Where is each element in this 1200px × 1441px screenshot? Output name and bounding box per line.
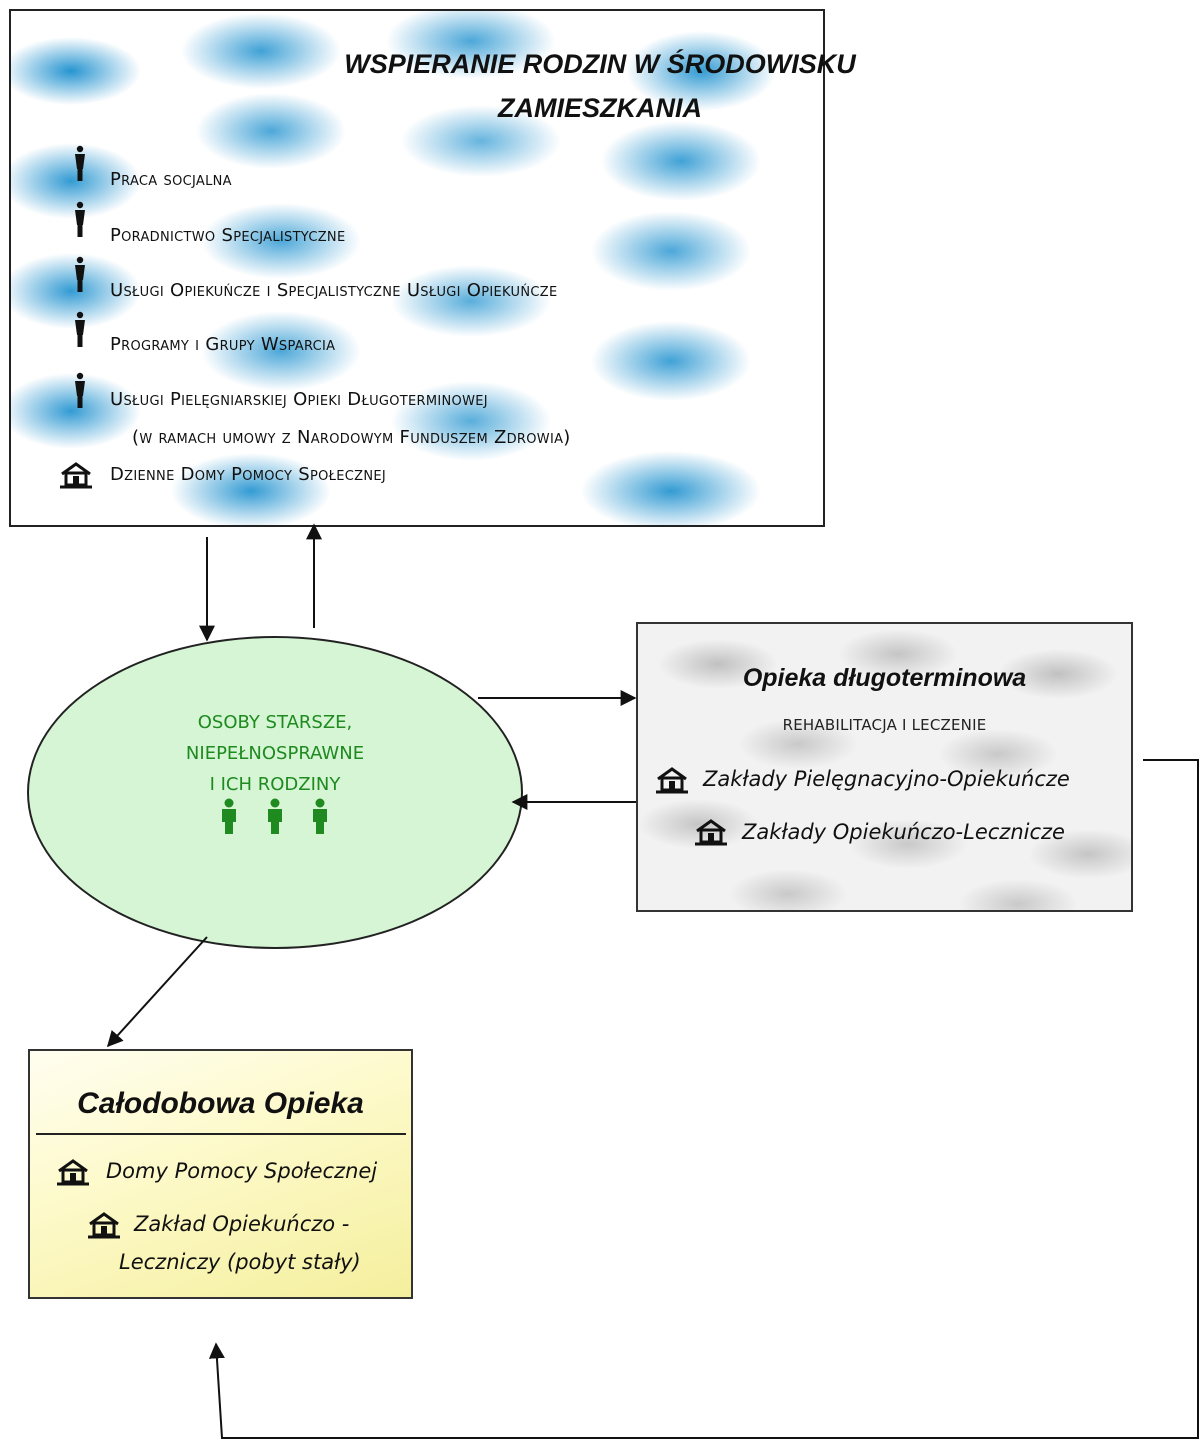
person-icon [268, 798, 282, 834]
service-item-care-services: Usługi Opiekuńcze i Specjalistyczne Usłu… [110, 280, 558, 301]
round-the-clock-item-social-welfare-homes: Domy Pomocy Społecznej [106, 1159, 378, 1183]
round-the-clock-item-care-institution: Zakład Opiekuńczo - [134, 1212, 350, 1236]
target-group-line1: OSOBY STARSZE, [197, 712, 353, 733]
service-item-counseling: Poradnictwo Specjalistyczne [110, 225, 346, 246]
support-families-box [9, 9, 825, 527]
long-term-care-title: Opieka długoterminowa [742, 664, 1027, 692]
target-group-line3: I ICH RODZINY [209, 774, 341, 795]
house-icon [656, 767, 688, 794]
person-icon [222, 798, 236, 834]
person-icon [75, 311, 85, 347]
person-icon [75, 201, 85, 237]
person-icon [313, 798, 327, 834]
service-item-nfz-note: (w ramach umowy z Narodowym Funduszem Zd… [132, 427, 571, 448]
service-item-support-groups: Programy i Grupy Wsparcia [110, 334, 336, 355]
house-icon [88, 1212, 120, 1239]
long-term-care-subtitle: REHABILITACJA I LECZENIE [782, 716, 987, 734]
long-term-care-item-nursing-homes: Zakłady Pielęgnacyjno-Opiekuńcze [703, 767, 1070, 791]
house-icon [57, 1159, 89, 1186]
long-term-care-item-care-institutions: Zakłady Opiekuńczo-Lecznicze [742, 820, 1065, 844]
service-item-day-care-homes: Dzienne Domy Pomocy Społecznej [110, 464, 386, 485]
target-group-label: OSOBY STARSZE, NIEPEŁNOSPRAWNE I ICH ROD… [150, 707, 400, 800]
round-the-clock-item-care-institution-cont: Leczniczy (pobyt stały) [119, 1250, 361, 1274]
service-item-social-work: Praca socjalna [110, 169, 232, 190]
support-families-title: WSPIERANIE RODZIN W ŚRODOWISKU ZAMIESZKA… [0, 42, 1200, 130]
target-group-line2: NIEPEŁNOSPRAWNE [185, 743, 365, 764]
support-families-title-line2: ZAMIESZKANIA [498, 93, 702, 123]
person-icon [75, 145, 85, 181]
person-icon [75, 372, 85, 408]
arrow-center-to-bottom [106, 936, 208, 1048]
support-families-title-line1: WSPIERANIE RODZIN W ŚRODOWISKU [344, 49, 856, 79]
round-the-clock-care-title: Całodobowa Opieka [77, 1087, 364, 1120]
house-icon [695, 819, 727, 846]
person-icon [75, 256, 85, 292]
service-item-nursing-care: Usługi Pielęgniarskiej Opieki Długotermi… [110, 389, 488, 410]
title-divider [36, 1133, 406, 1135]
house-icon [60, 462, 92, 489]
